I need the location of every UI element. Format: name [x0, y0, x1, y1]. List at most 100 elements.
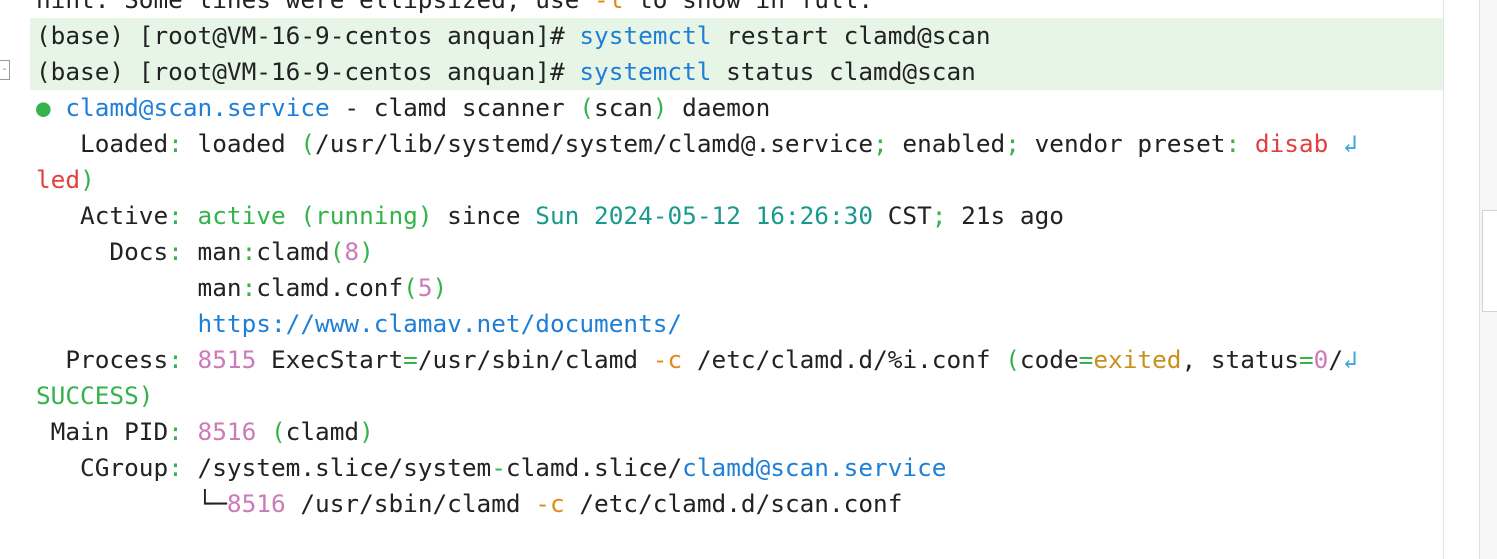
terminal-text: hint: Some lines were ellipsized, use: [36, 0, 594, 14]
terminal-text: ;: [1005, 129, 1020, 158]
terminal-text: :: [168, 453, 183, 482]
terminal-text: (: [329, 237, 345, 266]
terminal-line[interactable]: Process: 8515 ExecStart=/usr/sbin/clamd …: [36, 342, 1357, 378]
terminal-line[interactable]: Docs: man:clamd(8): [36, 234, 374, 270]
terminal-text: loaded: [182, 129, 301, 158]
terminal-text: [36, 309, 198, 338]
terminal-text: :: [168, 345, 183, 374]
terminal-text: [1240, 129, 1255, 158]
terminal-text: 8516: [197, 417, 257, 446]
terminal-text: (: [1005, 345, 1020, 374]
terminal-text: ;: [931, 201, 947, 230]
terminal-line[interactable]: ● clamd@scan.service - clamd scanner (sc…: [36, 90, 770, 126]
terminal-text: enabled: [887, 129, 1006, 158]
terminal-text: https://www.clamav.net/documents/: [197, 309, 683, 338]
terminal-line[interactable]: led): [36, 162, 95, 198]
terminal-text: /usr/lib/systemd/system/clamd@.service: [315, 129, 874, 158]
fold-marker-icon[interactable]: -: [0, 60, 10, 80]
terminal-text: since: [432, 201, 536, 230]
terminal-text: [51, 93, 66, 122]
terminal-text: (base) [root@VM-16-9-centos anquan]#: [36, 57, 580, 86]
terminal-text: (: [270, 417, 286, 446]
terminal-line[interactable]: Loaded: loaded (/usr/lib/systemd/system/…: [36, 126, 1358, 162]
terminal-text: ExecStart: [256, 345, 404, 374]
terminal-text: ): [359, 237, 374, 266]
terminal-text: [183, 201, 198, 230]
terminal-text: 5: [417, 273, 433, 302]
terminal-line[interactable]: (base) [root@VM-16-9-centos anquan]# sys…: [36, 18, 991, 54]
terminal-text: (: [403, 273, 418, 302]
terminal-text: Loaded: [36, 129, 169, 158]
terminal-text: -c: [535, 489, 565, 518]
terminal-text: (: [579, 93, 595, 122]
terminal-text: systemctl: [579, 57, 712, 86]
vertical-scrollbar[interactable]: [1443, 0, 1480, 559]
terminal-text: /: [1328, 345, 1344, 374]
terminal-line[interactable]: Main PID: 8516 (clamd): [36, 414, 374, 450]
terminal-text: Process: [36, 345, 169, 374]
terminal-text: ): [432, 273, 448, 302]
terminal-line[interactable]: Active: active (running) since Sun 2024-…: [36, 198, 1064, 234]
terminal-text: clamd.conf: [256, 273, 404, 302]
terminal-text: clamd@scan.service: [682, 453, 947, 482]
side-panel-tab[interactable]: [1482, 210, 1497, 312]
terminal-text: clamd.slice/: [505, 453, 683, 482]
terminal-text: man: [36, 273, 242, 302]
terminal-text: led: [36, 165, 81, 194]
terminal-text: :: [1225, 129, 1241, 158]
terminal-text: /usr/sbin/clamd: [417, 345, 653, 374]
terminal-text: ): [80, 165, 95, 194]
terminal-text: disab: [1254, 129, 1329, 158]
terminal-text: :: [168, 129, 183, 158]
terminal-text: [183, 345, 198, 374]
terminal-text: Docs: [36, 237, 169, 266]
terminal-text: /etc/clamd.d/%i.conf: [682, 345, 1006, 374]
terminal-text: [256, 417, 271, 446]
terminal-text: /etc/clamd.d/scan.conf: [564, 489, 903, 518]
terminal-text: (: [300, 129, 316, 158]
terminal-text: ;: [873, 129, 888, 158]
terminal-text: =: [1078, 345, 1094, 374]
terminal-text: SUCCESS: [36, 381, 139, 410]
terminal-text: CGroup: [36, 453, 169, 482]
terminal-text: 21s ago: [946, 201, 1064, 230]
terminal-text: to show in full.: [623, 0, 873, 14]
terminal-text: status clamd@scan: [711, 57, 976, 86]
terminal-text: - clamd scanner: [329, 93, 580, 122]
terminal-text: CST: [873, 201, 932, 230]
terminal-text: :: [241, 273, 257, 302]
terminal-text: 8: [344, 237, 360, 266]
terminal-line[interactable]: man:clamd.conf(5): [36, 270, 448, 306]
terminal-text: 0: [1313, 345, 1329, 374]
terminal-text: /system.slice/system: [182, 453, 492, 482]
terminal-text: code: [1019, 345, 1079, 374]
terminal-line[interactable]: hint: Some lines were ellipsized, use -l…: [36, 0, 873, 18]
terminal-line[interactable]: https://www.clamav.net/documents/: [36, 306, 683, 342]
terminal-text: (base) [root@VM-16-9-centos anquan]#: [36, 21, 580, 50]
line-wrap-icon: ↲: [1328, 129, 1358, 158]
terminal-line[interactable]: └─8516 /usr/sbin/clamd -c /etc/clamd.d/s…: [36, 486, 903, 522]
terminal-text: -l: [594, 0, 623, 14]
terminal-text: Main PID: [36, 417, 169, 446]
terminal-output[interactable]: hint: Some lines were ellipsized, use -l…: [0, 0, 1443, 559]
terminal-text: vendor preset: [1019, 129, 1226, 158]
terminal-text: 8516: [226, 489, 286, 518]
terminal-text: Sun 2024-05-12 16:26:30: [535, 201, 874, 230]
terminal-text: [183, 417, 198, 446]
terminal-text: =: [1298, 345, 1314, 374]
terminal-text: /usr/sbin/clamd: [285, 489, 536, 518]
terminal-text: :: [168, 201, 183, 230]
terminal-line[interactable]: CGroup: /system.slice/system-clamd.slice…: [36, 450, 946, 486]
terminal-text: , status: [1181, 345, 1299, 374]
terminal-text: :: [168, 237, 183, 266]
status-dot-icon: ●: [36, 93, 51, 122]
terminal-text: Active: [36, 201, 169, 230]
terminal-line[interactable]: SUCCESS): [36, 378, 153, 414]
terminal-text: restart clamd@scan: [711, 21, 991, 50]
terminal-line[interactable]: (base) [root@VM-16-9-centos anquan]# sys…: [36, 54, 976, 90]
terminal-text: clamd: [256, 237, 330, 266]
terminal-text: ): [652, 93, 668, 122]
terminal-text: └─: [36, 489, 227, 518]
terminal-text: man: [182, 237, 242, 266]
terminal-text: ): [138, 381, 154, 410]
